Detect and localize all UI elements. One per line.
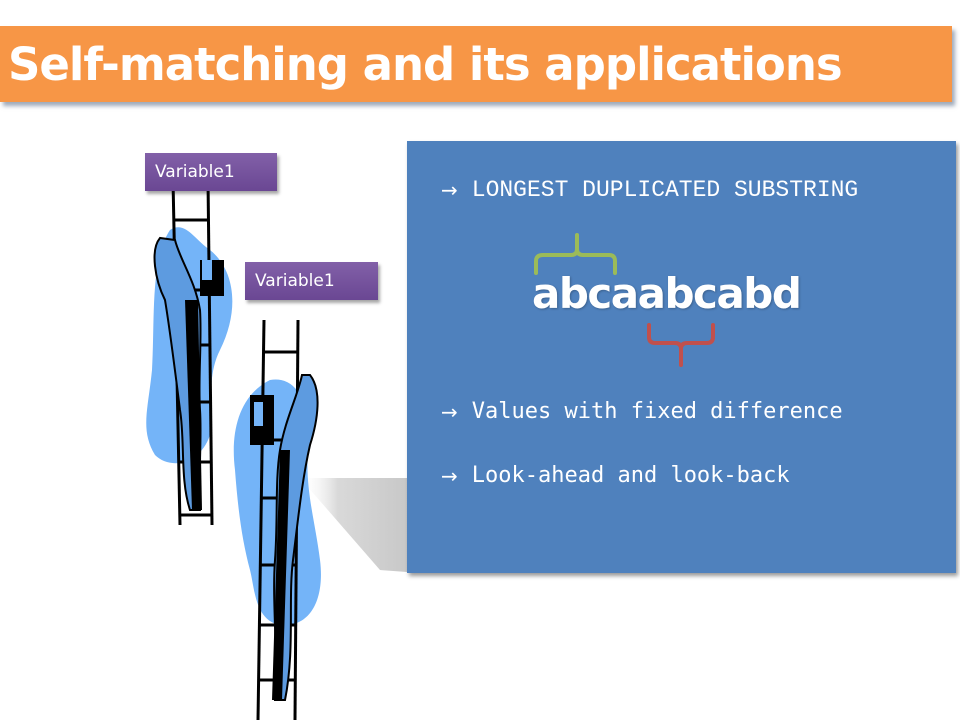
content-panel: → LONGEST DUPLICATED SUBSTRING abcaabcab… <box>407 141 956 573</box>
example-string: abcaabcabd <box>532 269 802 318</box>
variable-label-2: Variable1 <box>245 262 378 300</box>
variable-label-1: Variable1 <box>145 153 277 191</box>
arrow-right-icon: → <box>441 463 458 488</box>
bullet-text: Values with fixed difference <box>471 399 843 424</box>
ladder-climbers-clipart <box>146 180 321 720</box>
arrow-right-icon: → <box>441 399 458 424</box>
slide-title: Self-matching and its applications <box>8 37 843 91</box>
variable-label-text: Variable1 <box>255 271 335 291</box>
green-brace-icon <box>534 233 617 275</box>
bullet-text: LONGEST DUPLICATED SUBSTRING <box>471 177 859 203</box>
variable-label-text: Variable1 <box>155 162 235 182</box>
bullet-fixed-difference: → Values with fixed difference <box>441 399 843 424</box>
bullet-look-ahead: → Look-ahead and look-back <box>441 463 790 488</box>
title-banner: Self-matching and its applications <box>0 26 952 102</box>
bullet-longest-duplicated-substring: → LONGEST DUPLICATED SUBSTRING <box>441 177 858 203</box>
bullet-text: Look-ahead and look-back <box>471 463 790 488</box>
climber-figure-icon <box>250 374 319 701</box>
climber-figure-icon <box>153 236 224 511</box>
arrow-right-icon: → <box>441 178 458 202</box>
red-brace-icon <box>647 323 715 367</box>
